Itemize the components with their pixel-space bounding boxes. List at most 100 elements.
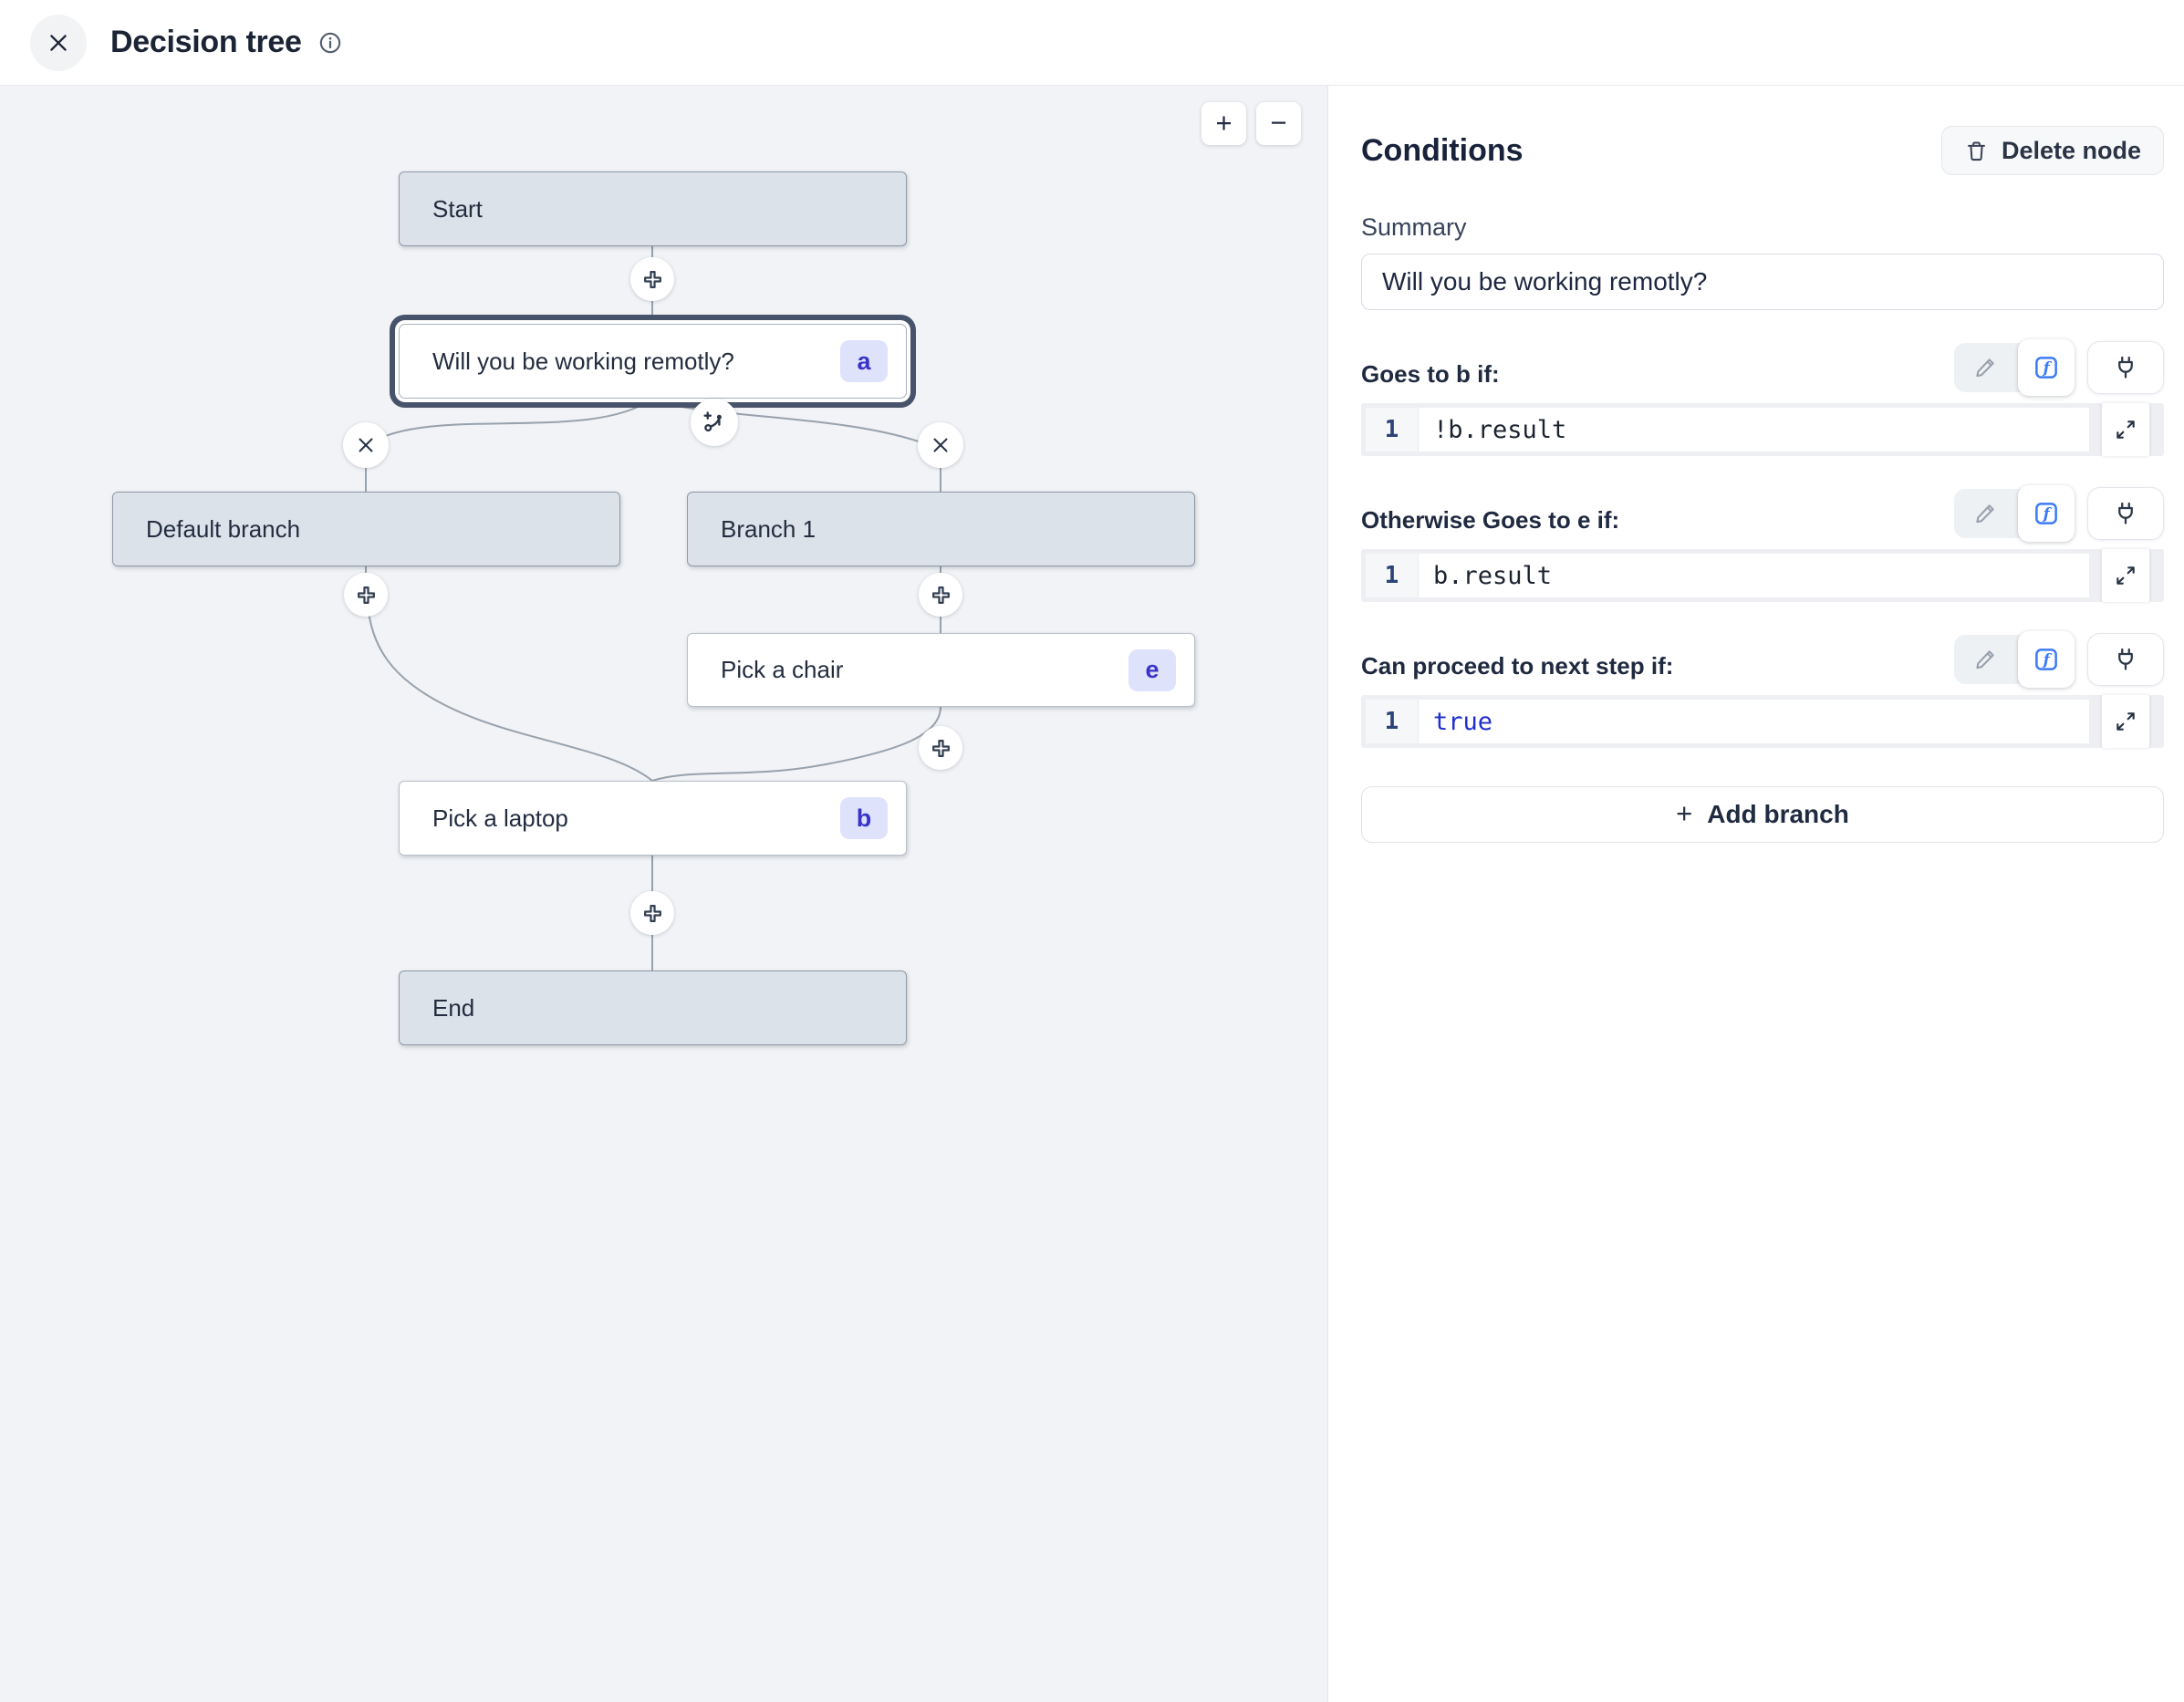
text-mode-button[interactable]: [1954, 635, 2016, 684]
remove-branch-x-icon: [930, 434, 952, 456]
plug-icon: [2112, 646, 2139, 673]
function-fx-icon: f: [2033, 500, 2060, 527]
trash-icon: [1964, 139, 1989, 163]
remove-branch-right-button[interactable]: [918, 422, 963, 468]
plus-icon: +: [1676, 797, 1693, 829]
condition-section-otherwise-e: Otherwise Goes to e if: f: [1361, 485, 2164, 602]
insert-node-button[interactable]: [344, 573, 388, 617]
node-label: Pick a laptop: [432, 804, 568, 832]
add-branch-label: Add branch: [1707, 800, 1849, 828]
edge-chair-laptop: [651, 706, 941, 782]
node-label: Pick a chair: [721, 656, 844, 683]
line-number: 1: [1366, 554, 1419, 597]
node-badge: e: [1128, 649, 1176, 691]
node-badge: a: [840, 340, 888, 382]
insert-node-button[interactable]: [630, 891, 674, 935]
info-icon[interactable]: [317, 30, 343, 56]
plus-node-icon: [929, 583, 953, 607]
node-start[interactable]: Start: [399, 171, 907, 246]
editor-mode-controls: f: [1954, 485, 2164, 542]
plus-node-icon: [640, 267, 665, 292]
insert-node-button[interactable]: [919, 573, 962, 617]
function-fx-icon: f: [2033, 646, 2060, 673]
node-pick-a-laptop[interactable]: Pick a laptop b: [399, 781, 907, 856]
plugin-button[interactable]: [2087, 487, 2164, 540]
code-text[interactable]: true: [1433, 707, 1493, 736]
insert-node-button[interactable]: [919, 726, 962, 770]
line-number: 1: [1366, 408, 1419, 451]
pencil-icon: [1972, 501, 1998, 526]
line-number: 1: [1366, 700, 1419, 743]
node-badge: b: [840, 797, 888, 839]
code-editor[interactable]: 1 !b.result: [1361, 403, 2164, 456]
plugin-button[interactable]: [2087, 341, 2164, 394]
mode-toggle: f: [1954, 339, 2075, 396]
function-mode-button[interactable]: f: [2018, 485, 2075, 542]
node-label: Start: [432, 194, 483, 223]
function-mode-button[interactable]: f: [2018, 339, 2075, 396]
header: Decision tree: [0, 0, 2184, 86]
page-title: Decision tree: [110, 25, 302, 59]
edge-question-default: [365, 398, 653, 492]
add-branch-button[interactable]: + Add branch: [1361, 786, 2164, 843]
editor-mode-controls: f: [1954, 339, 2164, 396]
function-mode-button[interactable]: f: [2018, 631, 2075, 688]
code-text[interactable]: b.result: [1433, 561, 1553, 590]
add-branch-button-canvas[interactable]: [691, 399, 738, 446]
editor-mode-controls: f: [1954, 631, 2164, 688]
node-branch-1[interactable]: Branch 1: [687, 492, 1195, 566]
plug-icon: [2112, 500, 2139, 527]
expand-editor-button[interactable]: [2102, 549, 2149, 602]
summary-input[interactable]: [1361, 254, 2164, 310]
zoom-controls: + −: [1201, 102, 1301, 145]
condition-section-can-proceed: Can proceed to next step if: f: [1361, 631, 2164, 748]
pencil-icon: [1972, 647, 1998, 672]
node-label: End: [432, 993, 475, 1022]
zoom-out-button[interactable]: −: [1256, 102, 1301, 145]
expand-icon: [2114, 710, 2137, 733]
node-end[interactable]: End: [399, 970, 907, 1045]
plug-icon: [2112, 354, 2139, 381]
add-branch-split-icon: [701, 409, 728, 436]
panel-header: Conditions Delete node: [1361, 126, 2164, 175]
expand-icon: [2114, 418, 2137, 441]
condition-label: Otherwise Goes to e if:: [1361, 506, 1620, 534]
node-pick-a-chair[interactable]: Pick a chair e: [687, 633, 1195, 707]
delete-node-button[interactable]: Delete node: [1940, 126, 2164, 175]
node-label: Will you be working remotly?: [432, 347, 734, 375]
insert-node-button[interactable]: [630, 257, 674, 301]
mode-toggle: f: [1954, 485, 2075, 542]
svg-text:f: f: [2043, 358, 2053, 377]
remove-branch-x-icon: [355, 434, 377, 456]
condition-label: Can proceed to next step if:: [1361, 652, 1674, 680]
node-label: Default branch: [146, 514, 301, 543]
mode-toggle: f: [1954, 631, 2075, 688]
remove-branch-left-button[interactable]: [343, 422, 389, 468]
plus-node-icon: [640, 901, 665, 926]
flow-canvas[interactable]: + − Start Will you be working remotly? a…: [0, 86, 1327, 1702]
expand-icon: [2114, 564, 2137, 587]
summary-label: Summary: [1361, 213, 1467, 241]
text-mode-button[interactable]: [1954, 343, 2016, 392]
panel-title: Conditions: [1361, 132, 1524, 168]
edge-default-laptop: [365, 566, 653, 782]
text-mode-button[interactable]: [1954, 489, 2016, 538]
condition-section-goes-to-b: Goes to b if: f: [1361, 339, 2164, 456]
code-editor[interactable]: 1 b.result: [1361, 549, 2164, 602]
plugin-button[interactable]: [2087, 633, 2164, 686]
node-question[interactable]: Will you be working remotly? a: [399, 324, 907, 399]
node-default-branch[interactable]: Default branch: [112, 492, 620, 566]
svg-text:f: f: [2043, 650, 2053, 669]
expand-editor-button[interactable]: [2102, 695, 2149, 748]
expand-editor-button[interactable]: [2102, 403, 2149, 456]
conditions-panel: Conditions Delete node Summary Goes to b…: [1327, 86, 2184, 1702]
close-button[interactable]: [30, 14, 87, 71]
condition-label: Goes to b if:: [1361, 360, 1500, 388]
svg-text:f: f: [2043, 504, 2053, 523]
code-text[interactable]: !b.result: [1433, 415, 1567, 444]
plus-node-icon: [929, 736, 953, 761]
plus-node-icon: [354, 583, 379, 607]
node-label: Branch 1: [721, 514, 816, 543]
code-editor[interactable]: 1 true: [1361, 695, 2164, 748]
zoom-in-button[interactable]: +: [1201, 102, 1246, 145]
